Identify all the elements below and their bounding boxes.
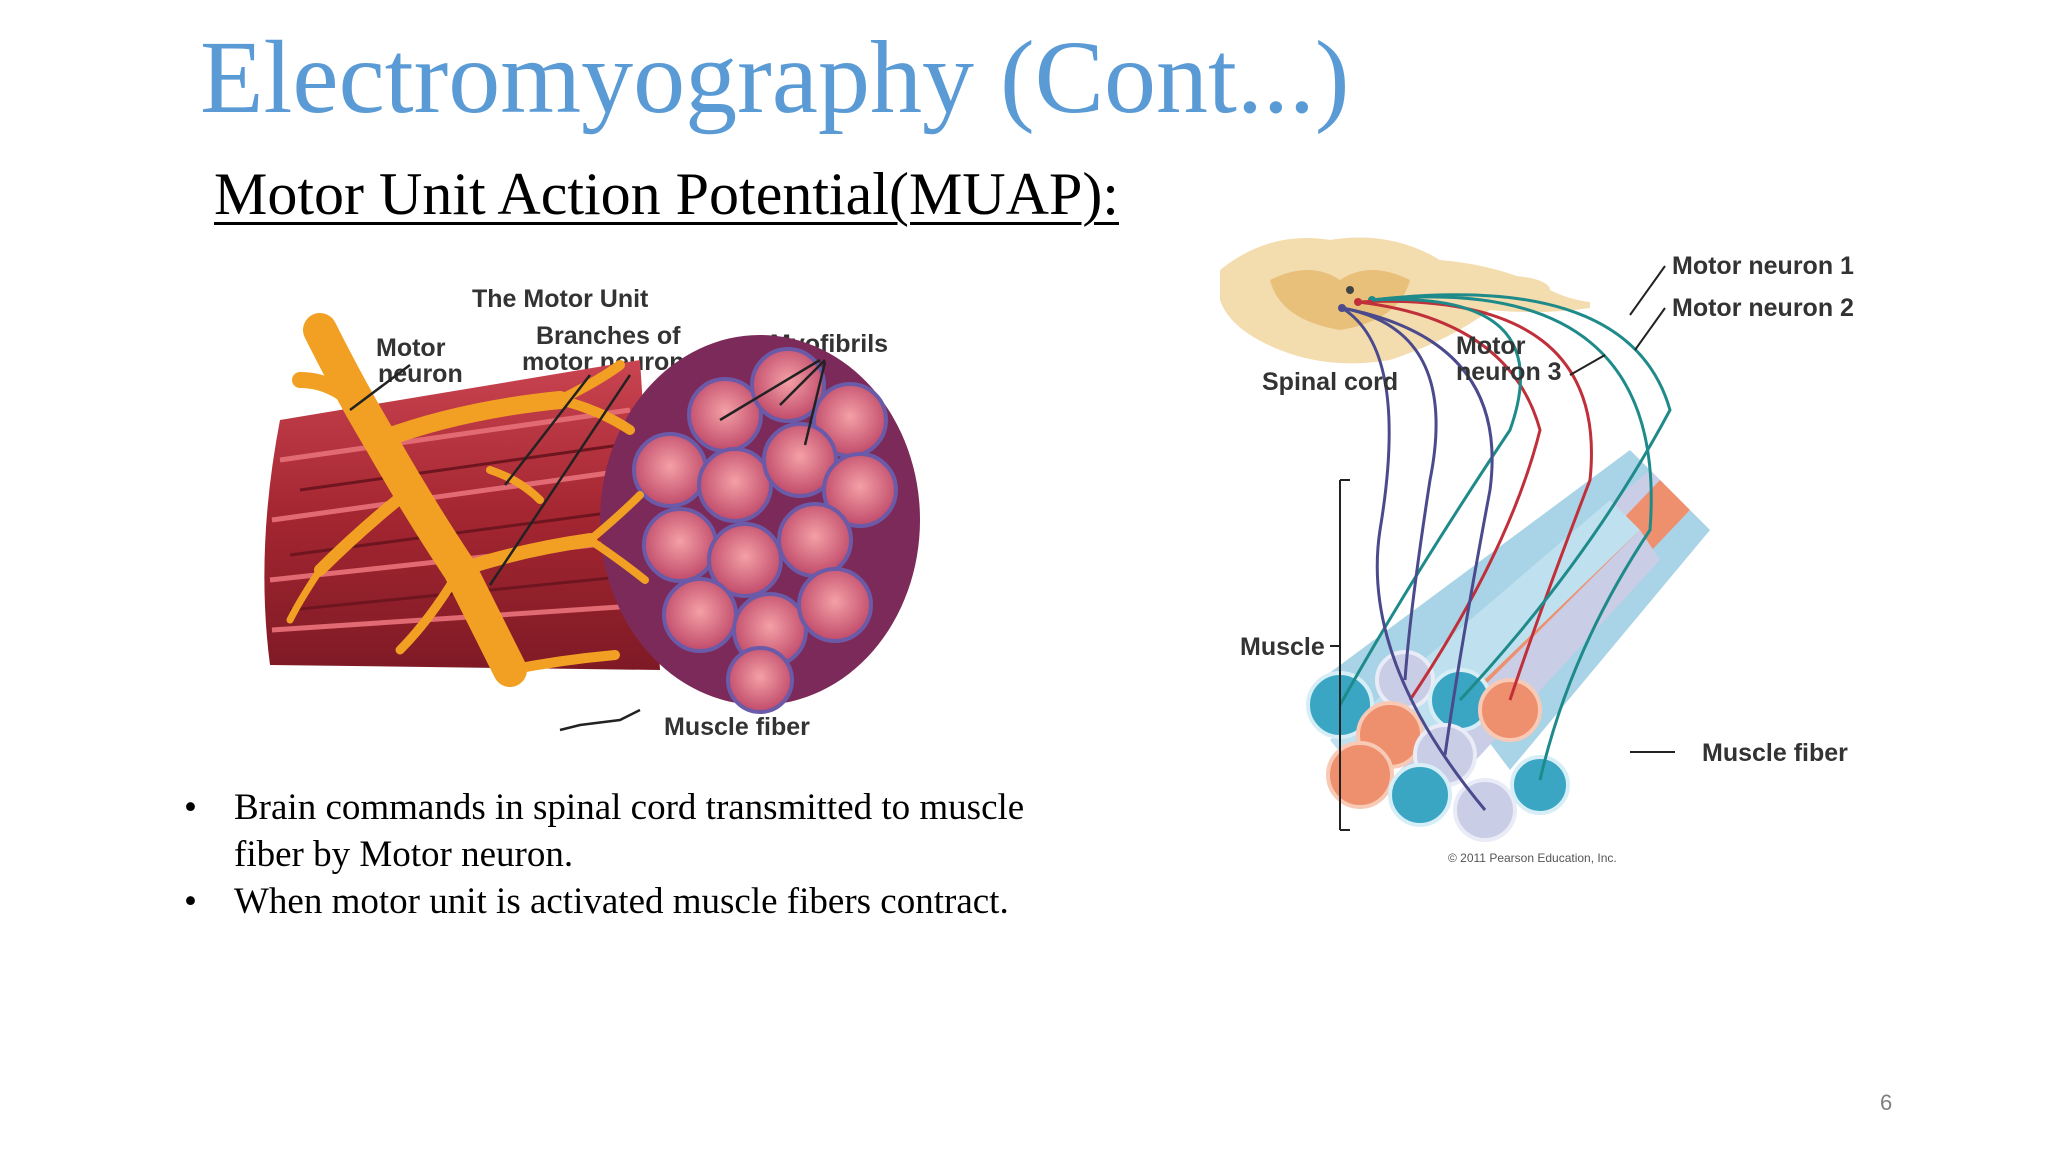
motor-neuron-branches (286, 313, 649, 687)
motor-unit-figure: The Motor Unit Motor neuron Branches of … (260, 270, 920, 750)
slide-title: Electromyography (Cont...) (200, 20, 1350, 135)
label-motor-neuron-3-line1: Motor (1456, 332, 1526, 360)
label-spinal-cord: Spinal cord (1262, 368, 1398, 396)
label-muscle: Muscle (1240, 633, 1325, 661)
motor-unit-title: The Motor Unit (472, 285, 649, 313)
slide-subtitle: Motor Unit Action Potential(MUAP): (214, 161, 1119, 227)
label-motor-neuron-line1: Motor (376, 334, 446, 362)
bullet-list: Brain commands in spinal cord transmitte… (180, 784, 1080, 925)
myofibril-cross-sections (632, 347, 898, 714)
figure-right-leader-lines (1330, 265, 1675, 831)
bullet-item: When motor unit is activated muscle fibe… (180, 878, 1080, 925)
label-muscle-fiber-right: Muscle fiber (1702, 739, 1848, 767)
label-motor-neuron-3-line2: neuron 3 (1456, 358, 1562, 386)
bullet-item: Brain commands in spinal cord transmitte… (180, 784, 1080, 878)
figure-left-leader-lines (349, 358, 827, 732)
label-muscle-fiber: Muscle fiber (664, 713, 810, 741)
spinal-cord-motor-neuron-figure: Motor neuron 1 Motor neuron 2 Motor neur… (1210, 230, 1910, 890)
motor-neuron-paths (1338, 293, 1672, 811)
label-motor-neuron-2: Motor neuron 2 (1672, 294, 1854, 322)
label-motor-neuron-1: Motor neuron 1 (1672, 252, 1854, 280)
copyright-notice: © 2011 Pearson Education, Inc. (1448, 851, 1617, 865)
label-branches-line1: Branches of (536, 322, 681, 350)
label-motor-neuron-line2: neuron (378, 360, 463, 388)
page-number: 6 (1880, 1090, 1893, 1115)
